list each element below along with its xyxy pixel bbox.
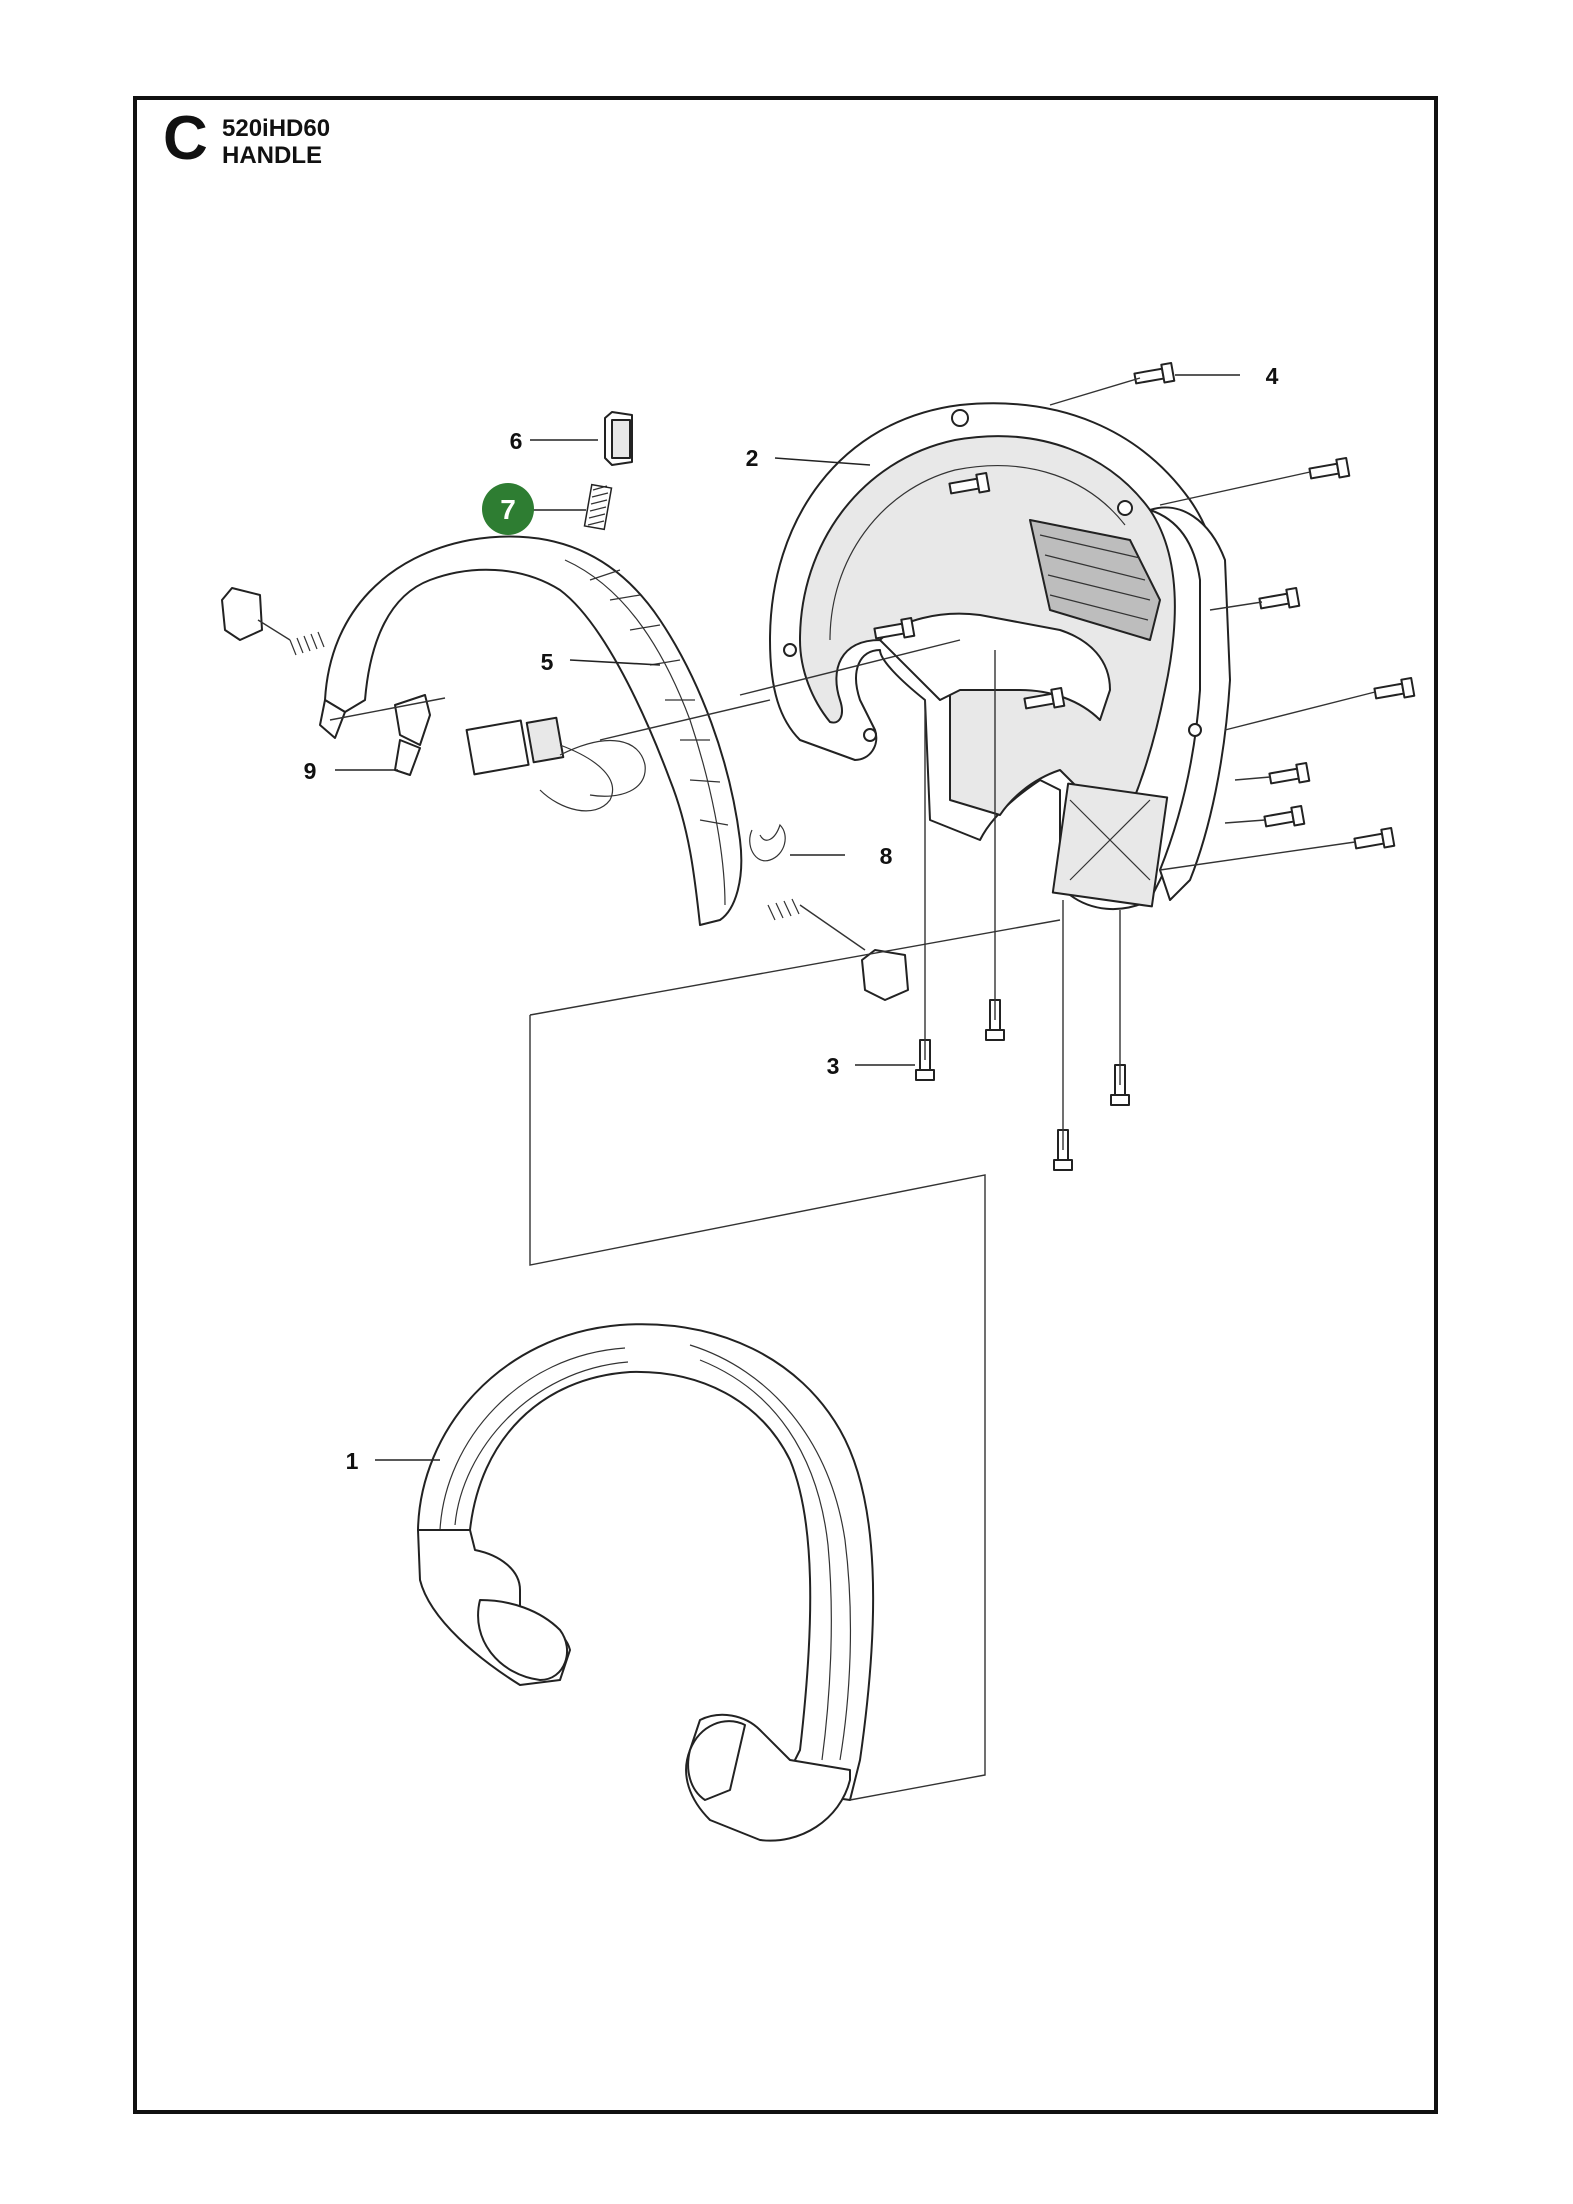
callout-highlight-circle [482, 483, 534, 535]
part-arc-frame [319, 535, 743, 926]
callout-label-9: 9 [304, 758, 317, 784]
section-letter: C [163, 104, 208, 173]
part-switch-cable [465, 716, 646, 812]
part-8-clip [749, 823, 786, 862]
callout-2: 2 [746, 445, 759, 471]
diagram-title: HANDLE [222, 142, 322, 169]
callout-label-1: 1 [346, 1448, 359, 1474]
callout-label-2: 2 [746, 445, 759, 471]
callout-label-7: 7 [500, 494, 516, 525]
part-6-clip [604, 411, 633, 466]
callout-1: 1 [346, 1448, 359, 1474]
part-1-handle [417, 1323, 875, 1842]
part-lower-spring [767, 898, 909, 1001]
callout-4: 4 [1266, 363, 1279, 389]
callout-5: 5 [541, 649, 554, 675]
callout-3: 3 [827, 1053, 840, 1079]
diagram-frame [133, 96, 1438, 2114]
callout-label-3: 3 [827, 1053, 840, 1079]
part-7-spring [583, 483, 613, 531]
callout-7: 7 [482, 483, 534, 535]
assembly-bracket-lines [257, 377, 1376, 1801]
callout-label-5: 5 [541, 649, 554, 675]
callout-label-4: 4 [1266, 363, 1279, 389]
part-9-bracket [394, 694, 431, 776]
part-left-clip [221, 587, 325, 656]
callout-leaders [335, 374, 1240, 1461]
callout-label-6: 6 [510, 428, 523, 454]
callout-6: 6 [510, 428, 523, 454]
model-name: 520iHD60 [222, 115, 331, 142]
callout-9: 9 [304, 758, 317, 784]
part-housing [769, 402, 1231, 911]
callout-8: 8 [880, 843, 893, 869]
callout-label-8: 8 [880, 843, 893, 869]
